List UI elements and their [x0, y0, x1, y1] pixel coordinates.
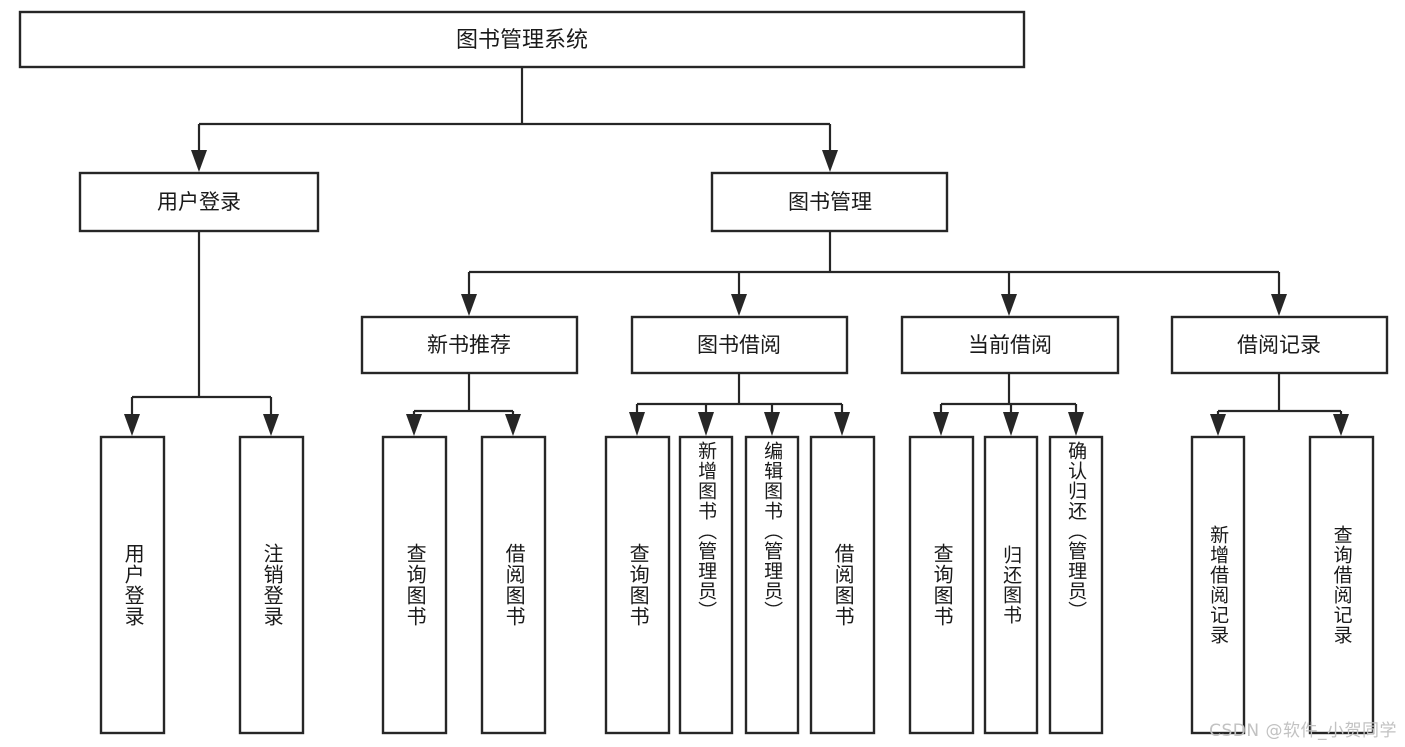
node-borrow-record-label: 借阅记录 [1237, 333, 1321, 357]
node-new-book-recommend[interactable]: 新书推荐 [360, 315, 579, 375]
leaf-box-return-book[interactable] [983, 435, 1039, 735]
arrow-to-new-book-rec [461, 294, 477, 316]
node-new-book-recommend-label: 新书推荐 [427, 333, 511, 357]
leaf-box-borrow-book[interactable] [809, 435, 876, 735]
leaf-box-add-borrow-record[interactable] [1190, 435, 1246, 735]
node-book-management-box[interactable] [710, 171, 949, 233]
csdn-watermark: CSDN @软件_小贺同学 [1209, 721, 1397, 741]
node-book-management[interactable]: 图书管理 [710, 171, 949, 233]
leaf-box-borrow-book-rec[interactable] [480, 435, 547, 735]
arrow-to-book-borrow [731, 294, 747, 316]
node-new-book-recommend-box[interactable] [360, 315, 579, 375]
arrow-bb-leaf-2 [698, 412, 714, 436]
leaf-box-confirm-return-admin[interactable] [1048, 435, 1104, 735]
arrow-to-leaf-logout [263, 414, 279, 436]
node-current-borrow-box[interactable] [900, 315, 1120, 375]
connector-group-new-book-rec-to-leaves [406, 373, 521, 436]
node-root-system-label: 图书管理系统 [456, 28, 588, 53]
node-book-borrow[interactable]: 图书借阅 [630, 315, 849, 375]
arrow-cb-leaf-1 [933, 412, 949, 436]
arrow-to-user-login [191, 150, 207, 172]
node-current-borrow[interactable]: 当前借阅 [900, 315, 1120, 375]
connector-group-book-borrow-to-leaves [629, 373, 850, 436]
leaf-box-query-book-rec[interactable] [381, 435, 448, 735]
connector-group-root-to-level2 [191, 67, 838, 172]
leaf-box-logout[interactable] [238, 435, 305, 735]
connector-group-book-mgmt-to-level3 [461, 231, 1287, 316]
connector-group-borrow-record-to-leaves [1210, 373, 1349, 436]
node-book-borrow-box[interactable] [630, 315, 849, 375]
arrow-to-current-borrow [1001, 294, 1017, 316]
node-borrow-record[interactable]: 借阅记录 [1170, 315, 1389, 375]
connector-group-current-borrow-to-leaves [933, 373, 1084, 436]
node-book-borrow-label: 图书借阅 [697, 333, 781, 357]
arrow-bb-leaf-4 [834, 412, 850, 436]
arrow-br-leaf-1 [1210, 414, 1226, 436]
leaf-box-add-book-admin[interactable] [678, 435, 734, 735]
arrow-cb-leaf-3 [1068, 412, 1084, 436]
leaf-box-query-book-borrow[interactable] [604, 435, 671, 735]
arrow-bb-leaf-3 [764, 412, 780, 436]
leaf-box-query-borrow-record[interactable] [1308, 435, 1375, 735]
arrow-br-leaf-2 [1333, 414, 1349, 436]
node-user-login[interactable]: 用户登录 [78, 171, 320, 233]
node-root-system[interactable]: 图书管理系统 [18, 10, 1026, 69]
connector-group-user-login-to-leaves [124, 231, 279, 436]
arrow-to-borrow-record [1271, 294, 1287, 316]
arrow-to-book-mgmt [822, 150, 838, 172]
node-book-management-label: 图书管理 [788, 190, 872, 214]
arrow-bb-leaf-1 [629, 412, 645, 436]
leaf-box-user-login[interactable] [99, 435, 166, 735]
arrow-to-leaf-user-login [124, 414, 140, 436]
node-borrow-record-box[interactable] [1170, 315, 1389, 375]
node-current-borrow-label: 当前借阅 [968, 333, 1052, 357]
node-user-login-label: 用户登录 [157, 190, 241, 214]
arrow-nbr-leaf-1 [406, 414, 422, 436]
leaf-box-edit-book-admin[interactable] [744, 435, 800, 735]
arrow-cb-leaf-2 [1003, 412, 1019, 436]
leaf-box-query-book-current[interactable] [908, 435, 975, 735]
node-user-login-box[interactable] [78, 171, 320, 233]
arrow-nbr-leaf-2 [505, 414, 521, 436]
node-root-system-box[interactable] [18, 10, 1026, 69]
